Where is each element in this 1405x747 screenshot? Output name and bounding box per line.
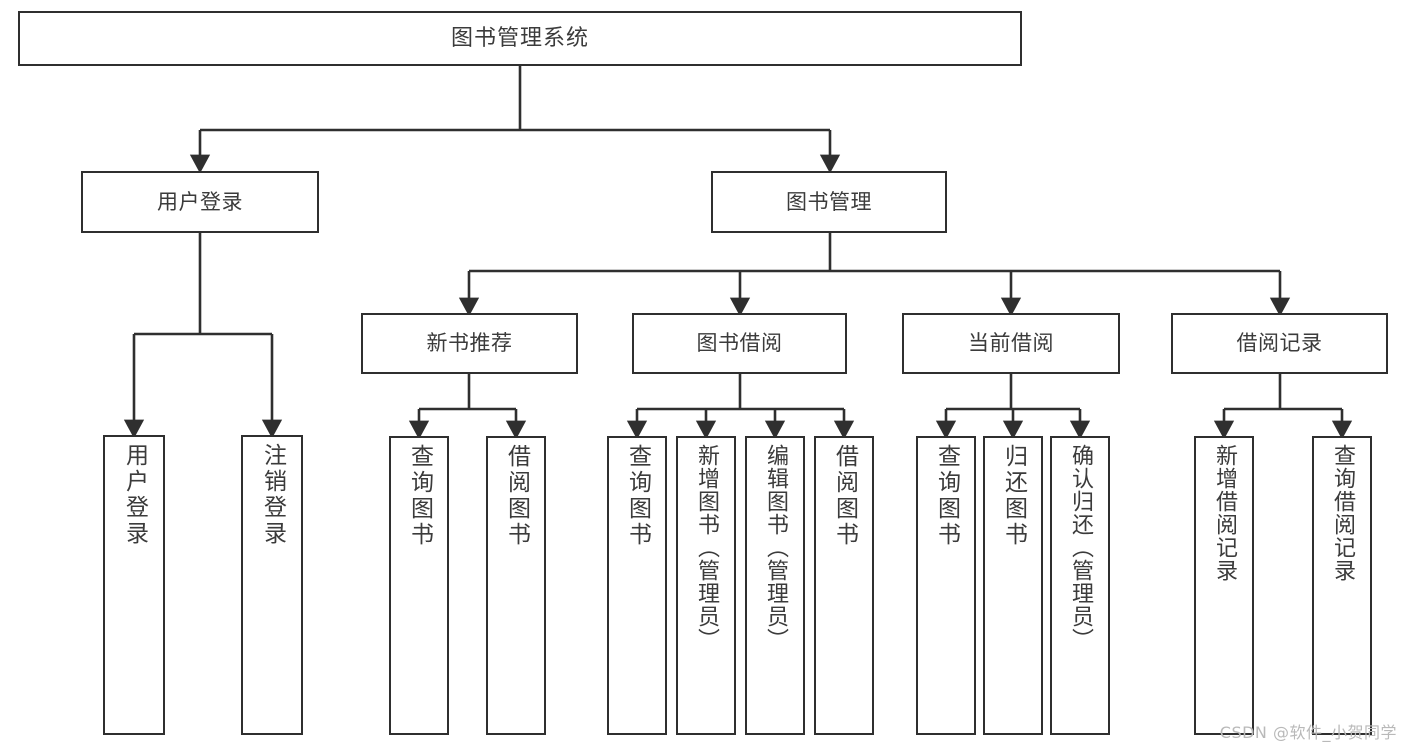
- leaf-query-book-1[interactable]: 查询图书: [389, 436, 449, 735]
- leaf-query-book-3[interactable]: 查询图书: [916, 436, 976, 735]
- node-user-login[interactable]: 用户登录: [81, 171, 319, 233]
- node-book-borrowing[interactable]: 图书借阅: [632, 313, 847, 374]
- node-root-book-management-system[interactable]: 图书管理系统: [18, 11, 1022, 66]
- leaf-query-book-1-label: 查询图书: [406, 444, 433, 548]
- leaf-borrow-book-1-label: 借阅图书: [503, 444, 530, 548]
- leaf-borrow-book-1[interactable]: 借阅图书: [486, 436, 546, 735]
- leaf-edit-book-admin[interactable]: 编辑图书（管理员）: [745, 436, 805, 735]
- node-new-book-recommendation-label: 新书推荐: [426, 331, 513, 356]
- csdn-watermark: CSDN @软件_小贺同学: [1219, 723, 1397, 742]
- leaf-query-borrow-record-label: 查询借阅记录: [1330, 444, 1355, 582]
- leaf-user-login-label: 用户登录: [121, 443, 148, 547]
- leaf-add-borrow-record-label: 新增借阅记录: [1212, 444, 1237, 582]
- leaf-add-book-admin[interactable]: 新增图书（管理员）: [676, 436, 736, 735]
- node-book-management[interactable]: 图书管理: [711, 171, 947, 233]
- node-user-login-label: 用户登录: [157, 189, 243, 214]
- leaf-query-borrow-record[interactable]: 查询借阅记录: [1312, 436, 1372, 735]
- leaf-add-book-admin-label: 新增图书（管理员）: [694, 444, 719, 651]
- leaf-borrow-book-2[interactable]: 借阅图书: [814, 436, 874, 735]
- leaf-user-login[interactable]: 用户登录: [103, 435, 165, 735]
- node-book-management-label: 图书管理: [786, 189, 872, 214]
- node-current-borrowing-label: 当前借阅: [968, 331, 1054, 356]
- leaf-logout[interactable]: 注销登录: [241, 435, 303, 735]
- node-book-borrowing-label: 图书借阅: [696, 331, 783, 356]
- node-borrowing-record[interactable]: 借阅记录: [1171, 313, 1388, 374]
- leaf-add-borrow-record[interactable]: 新增借阅记录: [1194, 436, 1254, 735]
- node-current-borrowing[interactable]: 当前借阅: [902, 313, 1120, 374]
- leaf-query-book-3-label: 查询图书: [933, 444, 960, 548]
- leaf-confirm-return-admin-label: 确认归还（管理员）: [1068, 444, 1093, 651]
- node-root-label: 图书管理系统: [450, 25, 589, 51]
- node-new-book-recommendation[interactable]: 新书推荐: [361, 313, 578, 374]
- leaf-confirm-return-admin[interactable]: 确认归还（管理员）: [1050, 436, 1110, 735]
- leaf-return-book-label: 归还图书: [1000, 444, 1027, 548]
- leaf-logout-label: 注销登录: [259, 443, 286, 547]
- leaf-query-book-2-label: 查询图书: [624, 444, 651, 548]
- leaf-edit-book-admin-label: 编辑图书（管理员）: [763, 444, 788, 651]
- leaf-borrow-book-2-label: 借阅图书: [831, 444, 858, 548]
- leaf-return-book[interactable]: 归还图书: [983, 436, 1043, 735]
- node-borrowing-record-label: 借阅记录: [1236, 331, 1323, 356]
- leaf-query-book-2[interactable]: 查询图书: [607, 436, 667, 735]
